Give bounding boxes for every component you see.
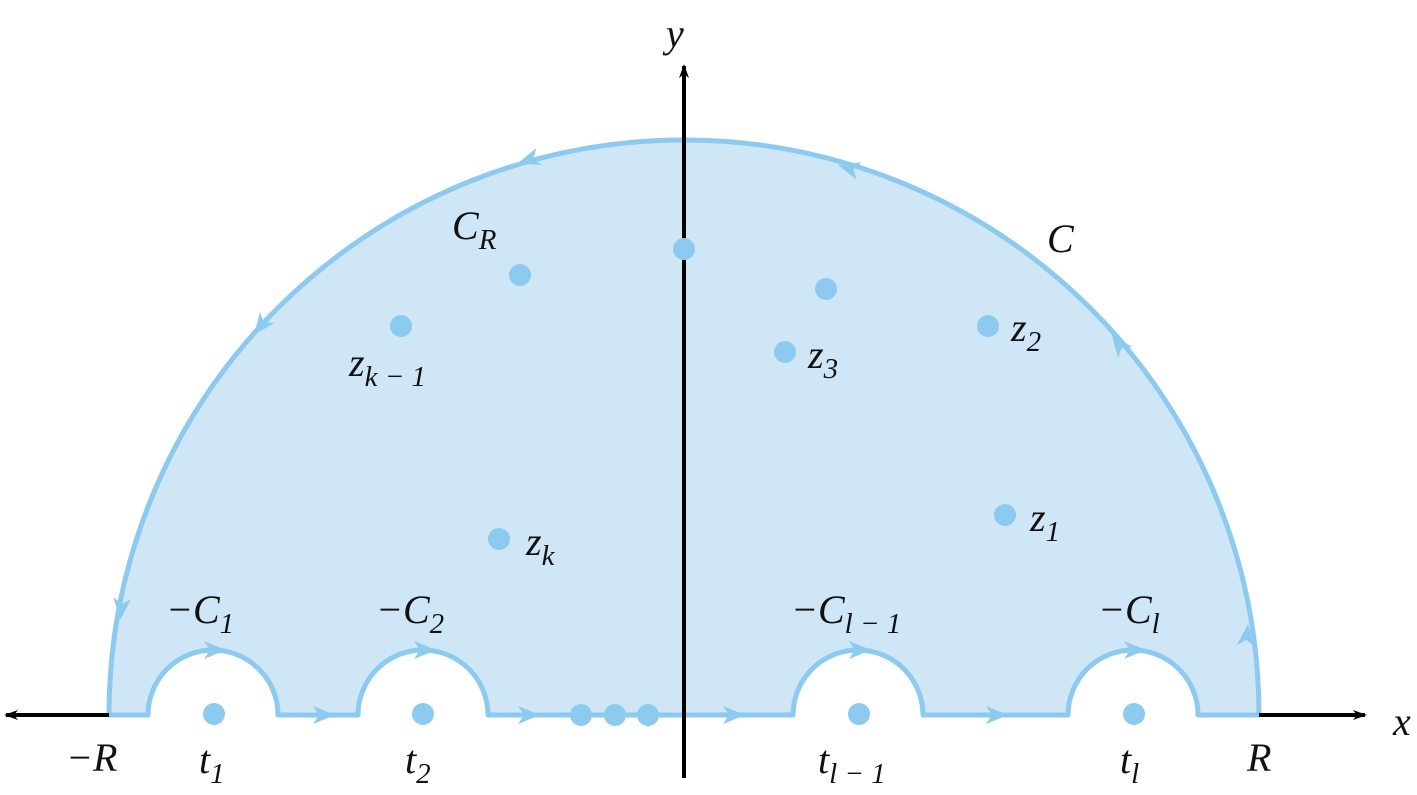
ellipsis-dot bbox=[637, 704, 659, 726]
point-tl bbox=[1123, 703, 1145, 725]
z-label-name: z bbox=[526, 519, 542, 564]
arrow-icon bbox=[313, 706, 335, 724]
point-unlabeled bbox=[815, 278, 837, 300]
t-label-3: tl − 1 bbox=[818, 737, 886, 789]
z-label-sub: k bbox=[541, 540, 555, 573]
indent-label-name: −C bbox=[376, 587, 430, 632]
indent-label-1: −C1 bbox=[166, 587, 234, 639]
indent-label-sub: l bbox=[1151, 608, 1160, 641]
arc-label: CR bbox=[452, 203, 496, 255]
endpoint-right-label: R bbox=[1247, 735, 1272, 780]
indent-label-2: −C2 bbox=[376, 587, 444, 639]
arrow-icon bbox=[1112, 335, 1133, 358]
z-label-3: z3 bbox=[808, 332, 838, 384]
z-label-name: z bbox=[1030, 495, 1046, 540]
z-label-k-1: zk − 1 bbox=[349, 340, 426, 392]
contour-direction-arrows bbox=[113, 147, 1255, 724]
t-label-sub: l bbox=[1131, 758, 1140, 791]
t-label-name: t bbox=[405, 737, 417, 782]
t-label-name: t bbox=[818, 737, 830, 782]
arc-label-name: C bbox=[452, 203, 479, 248]
z-label-sub: 1 bbox=[1045, 516, 1061, 549]
point-unlabeled bbox=[509, 264, 531, 286]
point-z3 bbox=[774, 341, 796, 363]
z-label-2: z2 bbox=[1011, 305, 1041, 357]
arrow-icon bbox=[518, 147, 542, 166]
arrow-icon bbox=[204, 641, 226, 659]
point-on-y-axis bbox=[673, 238, 695, 260]
t-label-4: tl bbox=[1120, 737, 1139, 789]
contour-label-c: C bbox=[1047, 216, 1074, 261]
ellipsis-dot bbox=[604, 704, 626, 726]
arrow-icon bbox=[723, 706, 745, 724]
point-zk bbox=[488, 528, 510, 550]
x-axis-label: x bbox=[1393, 699, 1411, 744]
t-label-2: t2 bbox=[405, 737, 431, 789]
point-z2 bbox=[977, 315, 999, 337]
arrow-icon bbox=[254, 312, 275, 335]
indent-label-name: −C bbox=[166, 587, 220, 632]
point-tl-1 bbox=[848, 703, 870, 725]
indent-label-name: −C bbox=[1098, 587, 1152, 632]
arrow-icon bbox=[849, 641, 871, 659]
points bbox=[203, 238, 1145, 726]
arrow-icon bbox=[518, 706, 540, 724]
indent-label-sub: 1 bbox=[219, 608, 235, 641]
ellipsis-dot bbox=[570, 704, 592, 726]
indent-label-4: −Cl bbox=[1098, 587, 1160, 639]
z-label-name: z bbox=[808, 332, 824, 377]
arrow-icon bbox=[113, 597, 132, 620]
arrow-icon bbox=[414, 641, 436, 659]
point-t1 bbox=[203, 703, 225, 725]
z-label-name: z bbox=[349, 340, 365, 385]
endpoint-left-label: −R bbox=[66, 735, 118, 780]
point-zk-1 bbox=[390, 315, 412, 337]
t-label-sub: 2 bbox=[416, 758, 431, 791]
z-label-1: z1 bbox=[1030, 495, 1060, 547]
arrow-icon bbox=[986, 706, 1008, 724]
indent-label-name: −C bbox=[791, 587, 845, 632]
arc-label-sub: R bbox=[478, 224, 497, 257]
indent-label-3: −Cl − 1 bbox=[791, 587, 901, 639]
arrow-icon bbox=[1124, 641, 1146, 659]
t-label-sub: 1 bbox=[210, 758, 225, 791]
y-axis-label: y bbox=[666, 11, 684, 56]
indent-label-sub: l − 1 bbox=[844, 608, 902, 641]
point-z1 bbox=[994, 504, 1016, 526]
t-label-name: t bbox=[199, 737, 211, 782]
t-label-name: t bbox=[1120, 737, 1132, 782]
indent-label-sub: 2 bbox=[429, 608, 445, 641]
z-label-k: zk bbox=[526, 519, 554, 571]
arrow-icon bbox=[1236, 624, 1255, 647]
arrow-icon bbox=[838, 162, 862, 180]
point-t2 bbox=[412, 703, 434, 725]
z-label-sub: 3 bbox=[823, 353, 839, 386]
t-label-1: t1 bbox=[199, 737, 225, 789]
t-label-sub: l − 1 bbox=[829, 758, 886, 791]
z-label-name: z bbox=[1011, 305, 1027, 350]
z-label-sub: 2 bbox=[1026, 326, 1042, 359]
z-label-sub: k − 1 bbox=[364, 361, 427, 394]
